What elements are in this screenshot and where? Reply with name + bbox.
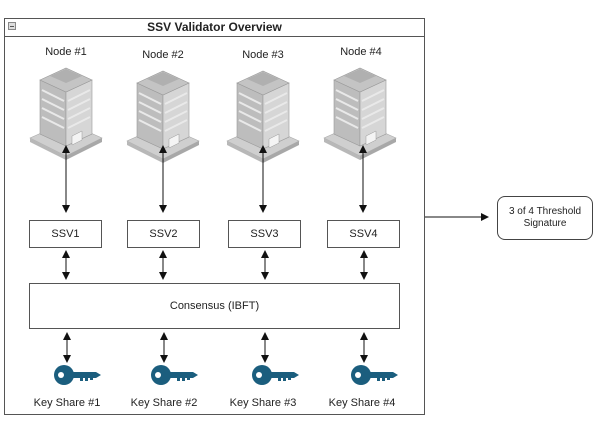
diagram-title: SSV Validator Overview <box>147 20 282 34</box>
node-label-1: Node #1 <box>45 46 87 58</box>
key-icon <box>151 365 198 385</box>
threshold-signature-box[interactable]: 3 of 4 Threshold Signature <box>497 196 593 240</box>
ssv-box-4[interactable]: SSV4 <box>327 220 400 248</box>
node-label-3: Node #3 <box>242 49 284 61</box>
node-label-4: Node #4 <box>340 46 382 58</box>
container-header <box>4 18 425 37</box>
key-icon <box>351 365 398 385</box>
key-icon <box>252 365 299 385</box>
ssv-box-2[interactable]: SSV2 <box>127 220 200 248</box>
consensus-box[interactable]: Consensus (IBFT) <box>29 283 400 329</box>
collapse-icon[interactable] <box>8 22 16 30</box>
ssv-box-3[interactable]: SSV3 <box>228 220 301 248</box>
key-share-label-1: Key Share #1 <box>33 397 101 409</box>
key-share-label-4: Key Share #4 <box>328 397 396 409</box>
node-label-2: Node #2 <box>142 49 184 61</box>
ssv-box-1[interactable]: SSV1 <box>29 220 102 248</box>
key-share-label-2: Key Share #2 <box>130 397 198 409</box>
building-icon <box>323 67 397 161</box>
key-icon <box>54 365 101 385</box>
validator-overview-container <box>4 18 425 415</box>
key-share-label-3: Key Share #3 <box>229 397 297 409</box>
